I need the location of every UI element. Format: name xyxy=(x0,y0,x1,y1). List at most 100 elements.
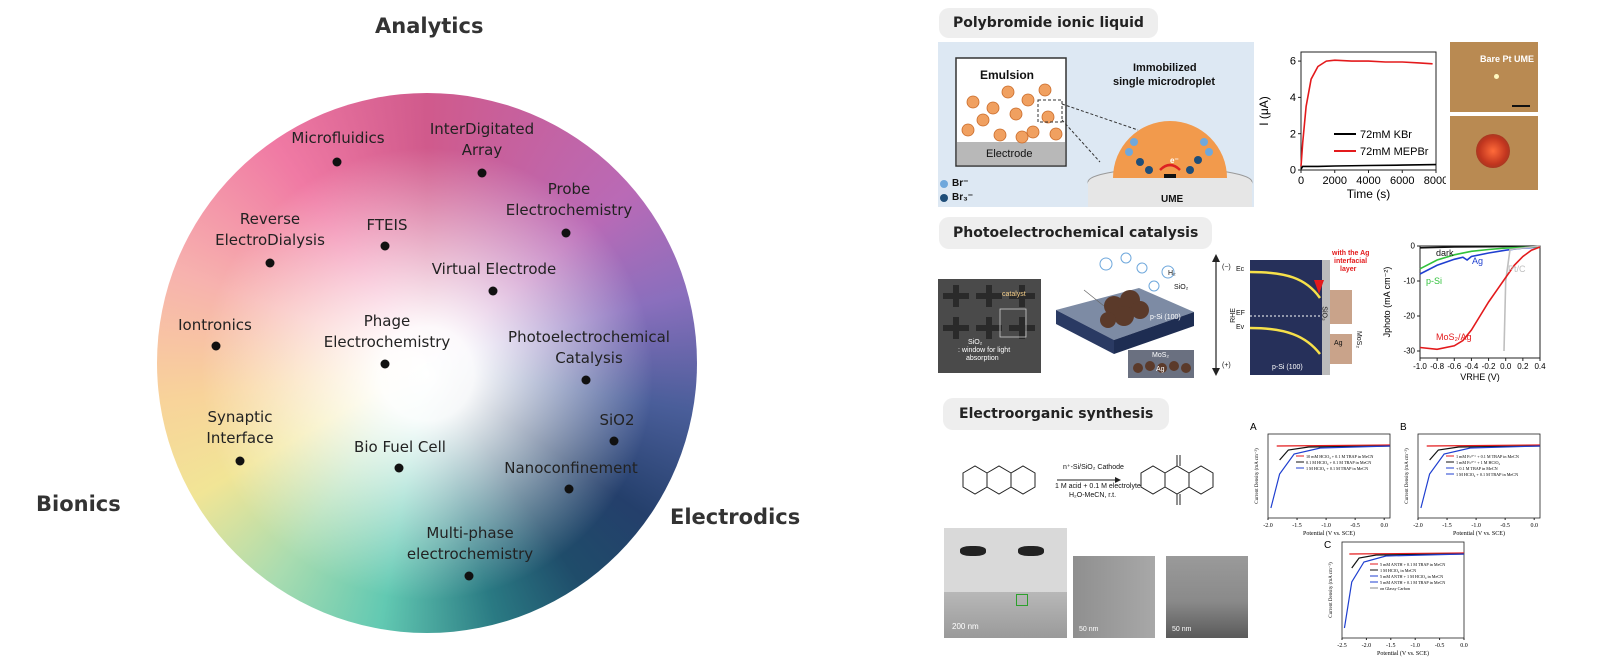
legend-label: 10 mM HClO₄ + 0.1 M TBAP in MeCN xyxy=(1306,454,1373,459)
legend-label: 1 M HClO₄ + 0.1 M TBAP in MeCN xyxy=(1306,466,1368,471)
x-tick-label: -1.0 xyxy=(1321,523,1331,529)
x-axis-label: Potential (V vs. SCE) xyxy=(1303,530,1355,537)
legend-label: 1 M HClO₄ + 0.1 M TBAP in MeCN xyxy=(1456,472,1518,477)
scale-200nm: 200 nm xyxy=(952,622,979,631)
topic-dot xyxy=(609,436,619,446)
legend-label: 72mM KBr xyxy=(1360,129,1412,141)
x-axis-label: VRHE (V) xyxy=(1460,372,1500,382)
section-title-electroorganic: Electroorganic synthesis xyxy=(943,398,1170,430)
topic-dot xyxy=(380,359,390,369)
x-tick-label: 8000 xyxy=(1424,175,1446,187)
label-psi-3d: p-Si (100) xyxy=(1150,314,1181,321)
legend-label: 5 mM ANTH + 0.1 M TBAP in MeCN xyxy=(1380,562,1445,567)
topic-nanoconfinement: Nanoconfinement xyxy=(504,459,638,477)
label-h2: H₂ xyxy=(1168,270,1176,277)
topic-bio-fuel-cell: Bio Fuel Cell xyxy=(354,438,446,456)
tem-image-main: 200 nm xyxy=(944,528,1067,638)
label-with-ag: with the Ag xyxy=(1332,250,1370,257)
tem-image-zoom-2: 50 nm xyxy=(1166,556,1248,638)
label-reagent-1: n⁺-Si/SiO₂ Cathode xyxy=(1063,464,1124,471)
x-tick-label: -1.5 xyxy=(1442,523,1452,529)
x-axis-label: Potential (V vs. SCE) xyxy=(1453,530,1505,537)
x-tick-label: -0.5 xyxy=(1500,523,1510,529)
y-tick-label: 6 xyxy=(1290,56,1296,68)
x-tick-label: -2.0 xyxy=(1362,643,1372,649)
cv-curve xyxy=(1420,445,1541,509)
band-diagram-svg xyxy=(1212,254,1352,376)
axis-label-analytics: Analytics xyxy=(375,14,484,38)
micrograph-droplet xyxy=(1450,116,1538,190)
label-ag-band: Ag xyxy=(1334,340,1343,347)
label-electron: e⁻ xyxy=(1170,156,1179,165)
x-tick-label: -2.5 xyxy=(1337,643,1347,649)
plot-frame xyxy=(1341,541,1465,639)
topic-dot xyxy=(561,228,571,238)
series-line xyxy=(1419,245,1541,249)
label-br3: Br₃⁻ xyxy=(952,192,974,203)
y-tick-label: 4 xyxy=(1290,92,1296,104)
legend-label: 1 mM Fc⁰ʹ⁺ + 1 M HClO₄ xyxy=(1456,460,1501,465)
tem-particle xyxy=(1018,546,1044,556)
label-sio2-3d: SiO₂ xyxy=(1174,284,1189,291)
x-tick-label: 0.0 xyxy=(1500,362,1512,371)
legend-label: on Glassy Carbon xyxy=(1380,586,1411,591)
cv-curve xyxy=(1349,552,1465,555)
cv-curve xyxy=(1351,553,1465,569)
legend-label: + 0.1 M TBAP in MeCN xyxy=(1456,466,1498,471)
label-bare-pt: Bare Pt UME xyxy=(1480,54,1535,64)
cv-curve xyxy=(1270,445,1391,509)
legend-label: 5 mM ANTH + 1 M HClO₄ in MeCN xyxy=(1380,574,1443,579)
x-tick-label: -0.2 xyxy=(1482,362,1496,371)
topic-dot xyxy=(394,463,404,473)
label-reagent-3: H₂O-MeCN, r.t. xyxy=(1069,492,1117,499)
label-plus: (+) xyxy=(1222,362,1231,369)
sem-pattern-svg xyxy=(943,285,1035,339)
label-minus: (−) xyxy=(1222,264,1231,271)
label-sio2-window-1: SiO₂ xyxy=(968,339,983,346)
label-ev: Ev xyxy=(1236,324,1245,331)
scale-50nm-2: 50 nm xyxy=(1172,626,1192,633)
x-tick-label: 4000 xyxy=(1356,175,1380,187)
y-tick-label: -10 xyxy=(1403,277,1415,286)
legend-label: 1 mM Fc⁰ʹ⁺ + 0.1 M TBAP in MeCN xyxy=(1456,454,1519,459)
cv-curve xyxy=(1279,445,1391,461)
x-tick-label: 0.0 xyxy=(1460,643,1468,649)
x-tick-label: 2000 xyxy=(1323,175,1347,187)
sem-pattern-image: catalyst SiO₂ : window for light absorpt… xyxy=(938,279,1041,373)
label-electrode: Electrode xyxy=(986,148,1033,160)
reaction-scheme-svg xyxy=(962,455,1214,505)
zoom-box xyxy=(1016,594,1028,606)
x-tick-label: -0.6 xyxy=(1447,362,1461,371)
x-tick-label: -2.0 xyxy=(1263,523,1273,529)
topic-dot xyxy=(211,341,221,351)
plot-frame xyxy=(1267,433,1391,519)
y-tick-label: 2 xyxy=(1290,128,1296,140)
section-title-photoelectrochemical: Photoelectrochemical catalysis xyxy=(939,217,1213,249)
tem-particle xyxy=(960,546,986,556)
section-title-polybromide: Polybromide ionic liquid xyxy=(939,8,1158,38)
scale-50nm-1: 50 nm xyxy=(1079,626,1099,633)
label-ag-3d: Ag xyxy=(1156,366,1165,373)
label-mos2-band: MoS₂ xyxy=(1355,330,1363,349)
color-wheel xyxy=(157,93,697,633)
label-layer: layer xyxy=(1340,266,1357,273)
band-diagram: (−) RHE (+) Ec EF Ev p-Si (100) with the… xyxy=(1206,250,1380,380)
plot-frame xyxy=(1417,433,1541,519)
label-catalyst: catalyst xyxy=(1002,291,1026,298)
micrograph-bare-pt: Bare Pt UME xyxy=(1450,42,1538,112)
pt-spot xyxy=(1494,74,1499,79)
series-line xyxy=(1419,246,1541,351)
legend-label: 72mM MEPBr xyxy=(1360,146,1429,158)
y-axis-label: Jphoto (mA cm⁻²) xyxy=(1382,267,1392,338)
label-sio2-window-3: absorption xyxy=(966,355,999,362)
label-mos2-3d: MoS₂ xyxy=(1152,352,1170,359)
series-label: Pt/C xyxy=(1508,264,1526,274)
y-tick-label: 0 xyxy=(1290,165,1296,177)
